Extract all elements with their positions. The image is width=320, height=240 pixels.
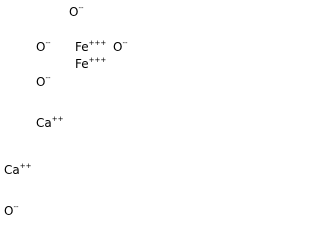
element-symbol: O (69, 5, 79, 19)
structure-canvas: O-- O-- Fe+++ O-- Fe+++ O-- Ca++ Ca++ O-… (0, 0, 132, 219)
oxide-ion: O-- (113, 39, 128, 54)
oxide-ion: O-- (36, 39, 51, 54)
element-symbol: Fe (75, 57, 89, 71)
element-symbol: Ca (36, 116, 52, 130)
ion-charge: -- (78, 4, 84, 12)
element-symbol: Ca (4, 163, 20, 177)
oxide-ion: O-- (4, 203, 19, 218)
iron-ion: Fe+++ (75, 56, 107, 71)
element-symbol: O (36, 40, 46, 54)
ion-charge: -- (13, 203, 19, 211)
ion-charge: -- (122, 39, 128, 47)
ion-charge: -- (45, 39, 51, 47)
iron-ion: Fe+++ (75, 39, 107, 54)
oxide-ion: O-- (69, 4, 84, 19)
calcium-ion: Ca++ (4, 162, 32, 177)
ion-charge: +++ (88, 39, 107, 47)
element-symbol: O (113, 40, 123, 54)
element-symbol: O (36, 75, 46, 89)
ion-charge: ++ (51, 115, 64, 123)
ion-charge: -- (45, 74, 51, 82)
element-symbol: Fe (75, 40, 89, 54)
calcium-ion: Ca++ (36, 115, 64, 130)
ion-charge: ++ (19, 162, 32, 170)
element-symbol: O (4, 204, 14, 218)
ion-charge: +++ (88, 56, 107, 64)
oxide-ion: O-- (36, 74, 51, 89)
